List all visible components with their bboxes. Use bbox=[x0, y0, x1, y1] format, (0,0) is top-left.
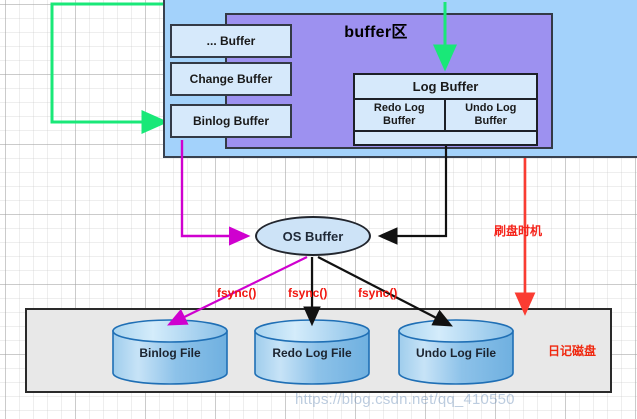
disk-file-binlog[interactable]: Binlog File bbox=[113, 322, 227, 384]
disk-file-redo-log[interactable]: Redo Log File bbox=[255, 322, 369, 384]
log-buffer-footer-strip bbox=[355, 132, 536, 144]
buffer-box-change-buffer[interactable]: Change Buffer bbox=[170, 62, 292, 96]
fsync-label-undo: fsync() bbox=[358, 286, 398, 300]
redo-log-buffer-line2: Buffer bbox=[383, 115, 416, 127]
disk-file-undo-log[interactable]: Undo Log File bbox=[399, 322, 513, 384]
buffer-area-title: buffer区 bbox=[344, 24, 408, 41]
disk-file-undo-log-label: Undo Log File bbox=[416, 346, 496, 360]
log-buffer-group[interactable]: Log Buffer Redo Log Buffer Undo Log Buff… bbox=[353, 73, 538, 146]
disk-file-binlog-label: Binlog File bbox=[139, 346, 201, 360]
black-arrow-logbuffer-to-os-buffer bbox=[377, 146, 448, 245]
disk-region-label: 日记磁盘 bbox=[548, 344, 597, 358]
os-buffer-node[interactable]: OS Buffer bbox=[255, 216, 371, 256]
fsync-label-redo: fsync() bbox=[288, 286, 328, 300]
buffer-box-generic[interactable]: ... Buffer bbox=[170, 24, 292, 58]
undo-log-buffer-line2: Buffer bbox=[474, 115, 507, 127]
flush-timing-label: 刷盘时机 bbox=[494, 224, 543, 238]
undo-log-buffer-box[interactable]: Undo Log Buffer bbox=[445, 100, 536, 132]
watermark-text: https://blog.csdn.net/qq_410550 bbox=[295, 391, 515, 408]
redo-log-buffer-box[interactable]: Redo Log Buffer bbox=[355, 100, 446, 132]
disk-file-redo-log-label: Redo Log File bbox=[272, 346, 352, 360]
redo-log-buffer-line1: Redo Log bbox=[373, 102, 425, 115]
log-buffer-title: Log Buffer bbox=[355, 75, 536, 100]
buffer-box-binlog-buffer[interactable]: Binlog Buffer bbox=[170, 104, 292, 138]
fsync-label-binlog: fsync() bbox=[217, 286, 257, 300]
undo-log-buffer-line1: Undo Log bbox=[465, 102, 517, 115]
